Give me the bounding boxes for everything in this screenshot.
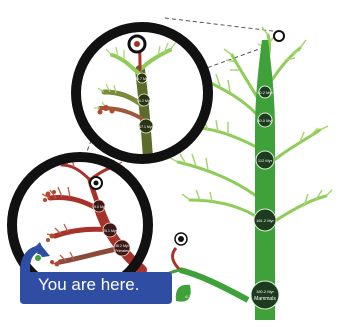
node-label: 112 Myr [258,158,273,163]
node-label: 40.2 Myr [137,99,151,103]
node-label: 161.2 Myr [256,218,274,223]
node-label: 40.2 Myr [257,90,273,95]
node-title: Mammals [254,296,276,302]
inset-circle: 25.7 Myr 40.2 Myr 67.1 Myr [72,23,212,163]
callout-text: You are here. [38,275,139,295]
main-focus-marker [274,31,284,41]
node-label: 180.2 Myr [256,289,274,294]
node-label: 67.1 Myr [139,125,153,129]
node-label: 80.0 Myr [257,118,273,123]
node-label: 25.1 Myr [103,229,117,233]
node-label: 19.0 Myr [92,205,106,209]
node-label: 35.2 Myr [115,244,129,248]
node-label: 6.7 Myr [185,294,199,299]
node-label: 25.7 Myr [135,77,149,81]
node-title: Primates [115,249,129,253]
